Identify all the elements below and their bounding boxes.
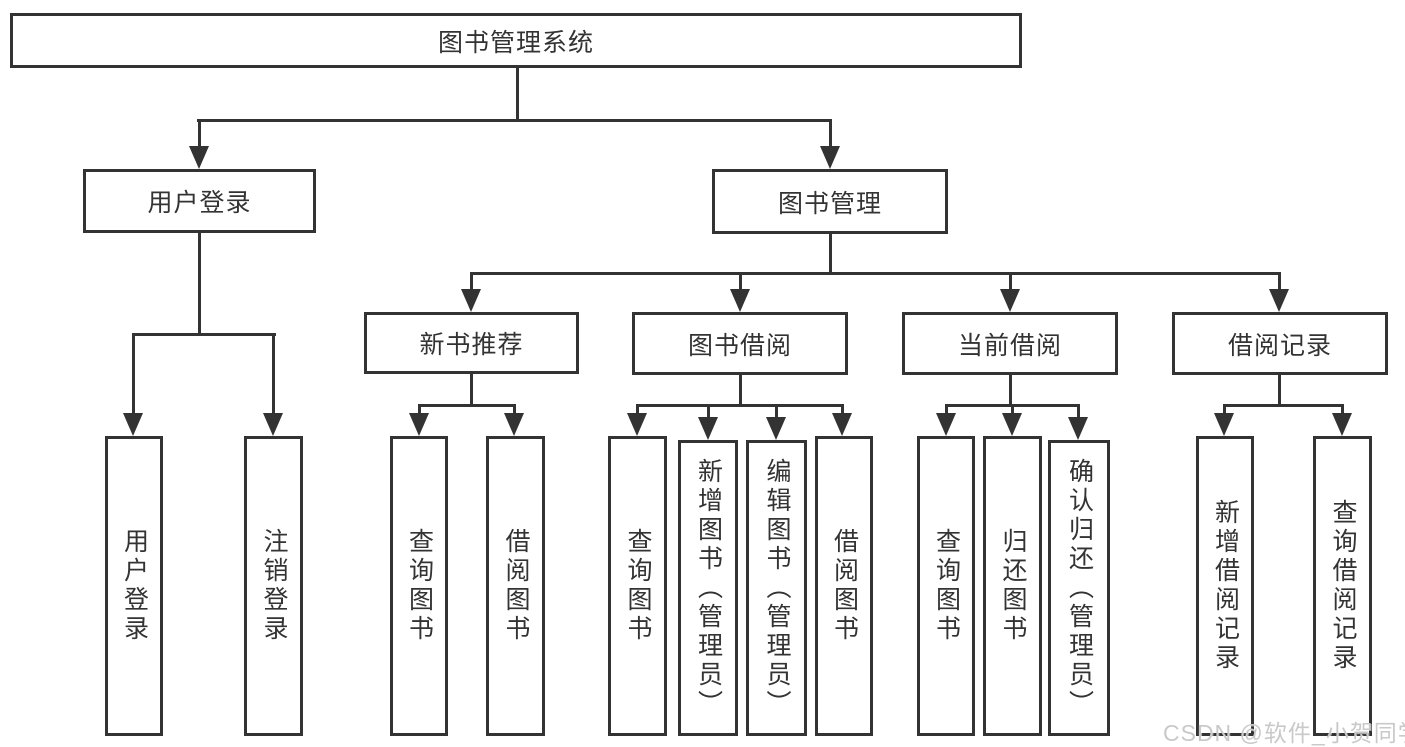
connector-line (1278, 375, 1281, 407)
node-return-books: 归还图书 (983, 436, 1042, 736)
arrowhead-down-icon (820, 146, 840, 169)
node-current-borrowing: 当前借阅 (902, 312, 1118, 375)
connector-line (198, 233, 201, 336)
arrowhead-down-icon (504, 413, 524, 436)
node-label: 新增图书（管理员） (694, 457, 723, 719)
arrowhead-down-icon (123, 413, 143, 436)
connector-line (637, 404, 843, 407)
connector-line (1223, 404, 1344, 407)
arrowhead-down-icon (1002, 413, 1022, 436)
node-query-books-borrowing: 查询图书 (608, 436, 667, 736)
node-borrow-books-recommend: 借阅图书 (486, 436, 545, 736)
connector-line (829, 234, 832, 275)
arrowhead-down-icon (1214, 413, 1234, 436)
node-edit-books-admin: 编辑图书（管理员） (746, 440, 807, 736)
node-label: 确认归还（管理员） (1065, 457, 1094, 719)
arrowhead-down-icon (1269, 289, 1289, 312)
node-root: 图书管理系统 (10, 13, 1022, 68)
node-label: 新书推荐 (419, 331, 524, 359)
node-label: 查询图书 (624, 528, 652, 644)
node-user-login-leaf: 用户登录 (105, 436, 163, 736)
node-query-borrow-record: 查询借阅记录 (1313, 436, 1372, 736)
arrowhead-down-icon (409, 413, 429, 436)
arrowhead-down-icon (698, 417, 718, 440)
arrowhead-down-icon (832, 413, 852, 436)
connector-line (418, 404, 421, 416)
connector-line (636, 404, 639, 416)
node-label: 查询借阅记录 (1329, 499, 1357, 673)
connector-line (1077, 404, 1080, 420)
node-label: 图书借阅 (687, 331, 792, 360)
node-confirm-return-admin: 确认归还（管理员） (1048, 440, 1110, 736)
node-book-management: 图书管理 (712, 169, 948, 234)
arrowhead-down-icon (1332, 413, 1352, 436)
node-label: 注销登录 (260, 528, 288, 644)
node-label: 借阅图书 (502, 528, 530, 644)
node-logout-leaf: 注销登录 (244, 436, 303, 736)
connector-line (516, 68, 519, 120)
node-label: 编辑图书（管理员） (763, 457, 791, 719)
connector-line (739, 375, 742, 407)
node-user-login: 用户登录 (83, 169, 316, 233)
arrowhead-down-icon (936, 413, 956, 436)
arrowhead-down-icon (461, 289, 481, 312)
connector-line (1009, 272, 1012, 292)
connector-line (418, 404, 516, 407)
connector-line (197, 119, 832, 122)
arrowhead-down-icon (1068, 417, 1088, 440)
node-add-books-admin: 新增图书（管理员） (678, 440, 738, 736)
connector-line (198, 119, 201, 148)
connector-line (841, 404, 844, 416)
node-label: 当前借阅 (957, 331, 1062, 360)
node-label: 借阅图书 (830, 528, 859, 644)
connector-line (470, 374, 473, 407)
node-add-borrow-record: 新增借阅记录 (1196, 436, 1254, 736)
connector-line (1011, 404, 1014, 416)
node-query-books-recommend: 查询图书 (390, 436, 448, 736)
arrowhead-down-icon (627, 413, 647, 436)
node-label: 用户登录 (120, 528, 149, 644)
connector-line (513, 404, 516, 416)
connector-line (272, 333, 275, 415)
node-borrow-books-leaf: 借阅图书 (815, 436, 873, 736)
connector-line (739, 272, 742, 292)
arrowhead-down-icon (730, 289, 750, 312)
connector-line (133, 333, 276, 336)
connector-line (1223, 404, 1226, 416)
arrowhead-down-icon (766, 417, 786, 440)
connector-line (132, 333, 135, 415)
node-borrowing-records: 借阅记录 (1172, 312, 1388, 375)
connector-line (707, 404, 710, 420)
node-root-label: 图书管理系统 (437, 28, 594, 57)
connector-line (1009, 375, 1012, 407)
connector-line (470, 272, 473, 292)
node-query-books-current: 查询图书 (917, 436, 975, 736)
node-label: 借阅记录 (1227, 331, 1332, 360)
arrowhead-down-icon (189, 146, 209, 169)
connector-line (470, 272, 1280, 275)
connector-line (945, 404, 948, 416)
node-label: 图书管理 (777, 189, 882, 218)
node-book-borrowing: 图书借阅 (632, 312, 848, 375)
connector-line (775, 404, 778, 420)
connector-line (1278, 272, 1281, 292)
csdn-watermark: CSDN @软件_小贺同学 (1163, 720, 1405, 746)
arrowhead-down-icon (263, 413, 283, 436)
connector-line (829, 119, 832, 148)
node-new-book-recommendation: 新书推荐 (364, 312, 579, 374)
arrowhead-down-icon (1000, 289, 1020, 312)
node-label: 归还图书 (999, 528, 1027, 644)
node-label: 用户登录 (147, 189, 252, 217)
node-label: 新增借阅记录 (1211, 499, 1240, 673)
node-label: 查询图书 (405, 528, 434, 644)
connector-line (1341, 404, 1344, 416)
node-label: 查询图书 (932, 528, 961, 644)
